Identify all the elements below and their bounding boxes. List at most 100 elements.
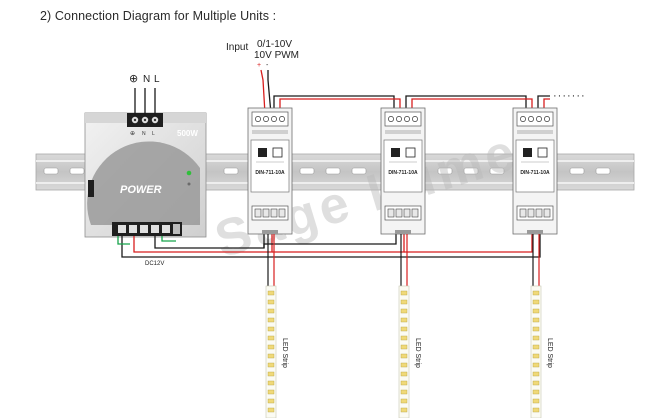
terminal-slot (411, 208, 419, 218)
terminal-screw (544, 116, 550, 122)
unit-vent (252, 130, 288, 134)
unit-front-panel (515, 139, 555, 193)
unit-switch (391, 148, 400, 157)
psu-input-terminal-block (127, 113, 163, 127)
psu-output-terminal-block (112, 222, 182, 236)
power-supply-brand: POWER (120, 184, 162, 196)
ac-live-label: L (154, 74, 160, 85)
led-chip (400, 290, 408, 296)
unit-front-panel (383, 139, 423, 193)
psu-inner-mark-l: L (152, 131, 155, 137)
unit-front-panel (250, 139, 290, 193)
psu-inner-mark-n: N (142, 131, 146, 137)
controller-units: DIN-711-10A DIN-711-10A DIN-711-10A (247, 107, 558, 235)
terminal-slot (395, 208, 403, 218)
ac-ground-symbol: ⊕ (129, 73, 138, 85)
psu-side-bracket (88, 180, 94, 197)
led-chip (532, 371, 540, 377)
led-chip (400, 389, 408, 395)
terminal-screw (263, 116, 269, 122)
controller-unit: DIN-711-10A (512, 107, 558, 235)
led-strip-label: LED Strip (546, 338, 553, 368)
led-chip (400, 407, 408, 413)
signal-input-wires (260, 69, 272, 115)
input-signal-range: 0/1-10V (257, 39, 292, 50)
led-chip (267, 335, 275, 341)
terminal-screw (412, 116, 418, 122)
terminal-screw (279, 116, 285, 122)
led-chip (532, 344, 540, 350)
ac-input-labels: ⊕ N L (129, 73, 160, 85)
ac-neutral-label: N (143, 74, 150, 85)
led-chip (400, 308, 408, 314)
terminal-screw (255, 116, 261, 122)
strip-body (398, 285, 410, 418)
rail-slots (43, 167, 611, 175)
led-chip (532, 398, 540, 404)
led-chip (267, 380, 275, 386)
unit-knob (272, 147, 283, 158)
unit-switch (258, 148, 267, 157)
led-chip (532, 317, 540, 323)
terminal-slot (270, 208, 278, 218)
terminal-screw (404, 116, 410, 122)
terminal-slot (519, 208, 527, 218)
led-chip (400, 299, 408, 305)
led-chip (267, 371, 275, 377)
led-chip (532, 335, 540, 341)
led-chip (400, 398, 408, 404)
unit-vent (517, 130, 553, 134)
terminal-slot (403, 208, 411, 218)
input-label: Input (226, 42, 248, 53)
unit-switch (523, 148, 532, 157)
signal-input: Input 0/1-10V 10V PWM + - (226, 39, 299, 69)
strip-body (530, 285, 542, 418)
led-chip (532, 353, 540, 359)
led-strip: LED Strip (265, 234, 288, 418)
led-chip (267, 299, 275, 305)
dc-power-bus (117, 234, 541, 258)
power-led-indicator (186, 170, 192, 176)
led-chip (267, 389, 275, 395)
controller-unit: DIN-711-10A (380, 107, 426, 235)
unit-vent (385, 130, 421, 134)
unit-clip (395, 230, 411, 234)
psu-inner-mark-ground: ⊕ (130, 131, 135, 137)
led-chip (400, 362, 408, 368)
control-chain-wires (273, 95, 550, 114)
terminal-screw (536, 116, 542, 122)
terminal-screw (271, 116, 277, 122)
terminal-slot (543, 208, 551, 218)
led-chip (400, 353, 408, 359)
unit-top-terminal (384, 111, 422, 127)
led-chip (400, 326, 408, 332)
led-chip (532, 407, 540, 413)
terminal-screw (520, 116, 526, 122)
input-plus-sign: + (257, 62, 261, 69)
led-chip (267, 317, 275, 323)
continuation-dots: ······· (553, 90, 586, 102)
strip-body (265, 285, 277, 418)
led-chip (267, 353, 275, 359)
led-strip: LED Strip (398, 234, 421, 418)
input-signal-types: 10V PWM (254, 50, 299, 61)
led-chip (400, 335, 408, 341)
terminal-screw (528, 116, 534, 122)
led-chip (400, 371, 408, 377)
led-chip (267, 398, 275, 404)
led-chip (267, 407, 275, 413)
led-chip (400, 317, 408, 323)
led-chip (532, 308, 540, 314)
led-chip (267, 326, 275, 332)
power-supply-wattage: 500W (177, 129, 198, 138)
led-chip (532, 362, 540, 368)
unit-top-terminal (251, 111, 289, 127)
terminal-slot (527, 208, 535, 218)
led-chip (400, 380, 408, 386)
controller-unit: DIN-711-10A (247, 107, 293, 235)
power-supply-circle (87, 141, 200, 225)
led-chip (267, 344, 275, 350)
unit-knob (405, 147, 416, 158)
